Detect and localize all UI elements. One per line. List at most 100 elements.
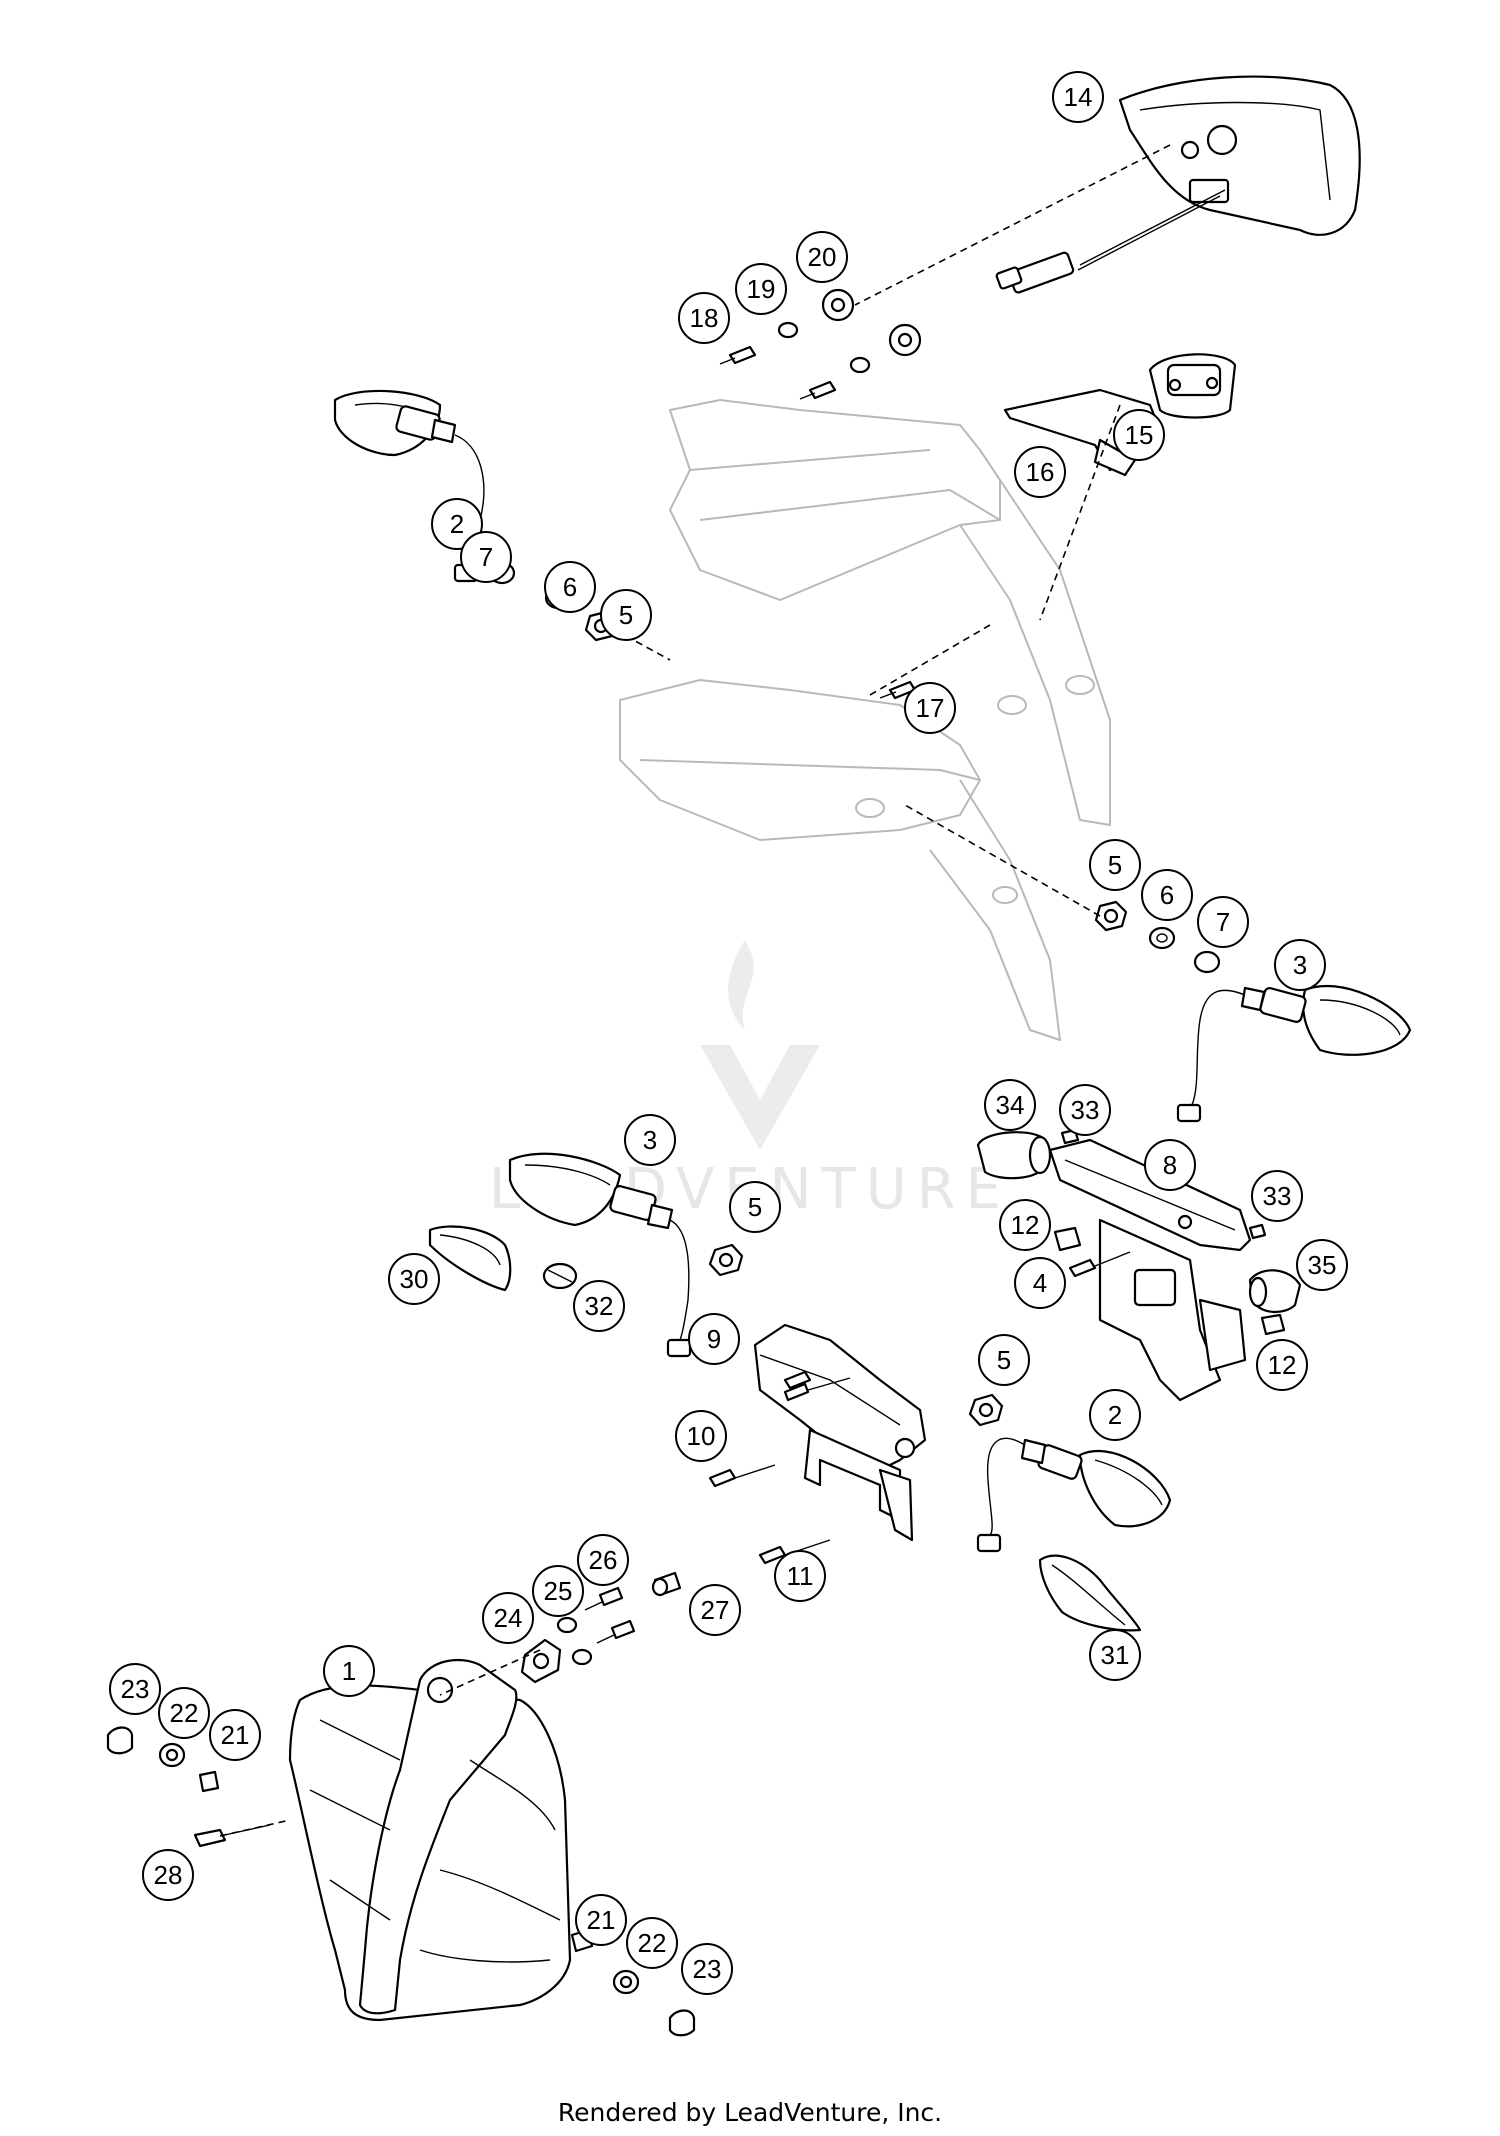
nut-part-5-center bbox=[708, 1243, 744, 1277]
svg-text:32: 32 bbox=[585, 1291, 614, 1321]
headlight-mount-hardware-left bbox=[106, 1726, 271, 1848]
svg-text:23: 23 bbox=[693, 1954, 722, 1984]
callout-7-right: 7 bbox=[1197, 896, 1249, 948]
svg-text:26: 26 bbox=[589, 1545, 618, 1575]
headlight-part-1 bbox=[288, 1658, 572, 2022]
callout-2-lower: 2 bbox=[1089, 1389, 1141, 1441]
reflector-part-15 bbox=[1148, 353, 1237, 419]
svg-text:25: 25 bbox=[544, 1576, 573, 1606]
callout-10: 10 bbox=[675, 1410, 727, 1462]
callout-28: 28 bbox=[142, 1849, 194, 1901]
clips-part-12-33-4 bbox=[1053, 1128, 1286, 1336]
svg-text:22: 22 bbox=[638, 1928, 667, 1958]
callout-23-right: 23 bbox=[681, 1943, 733, 1995]
callout-21-left: 21 bbox=[209, 1709, 261, 1761]
callout-12-left: 12 bbox=[999, 1199, 1051, 1251]
rear-subframe-upper-outline bbox=[669, 399, 1111, 826]
callout-8: 8 bbox=[1144, 1139, 1196, 1191]
svg-text:3: 3 bbox=[643, 1125, 657, 1155]
svg-text:5: 5 bbox=[619, 600, 633, 630]
svg-text:12: 12 bbox=[1268, 1350, 1297, 1380]
tail-light-mount-hardware bbox=[719, 288, 922, 400]
callout-2-upper: 2 bbox=[431, 498, 483, 550]
callout-7-upper: 7 bbox=[460, 531, 512, 583]
svg-text:24: 24 bbox=[494, 1603, 523, 1633]
callout-17: 17 bbox=[904, 682, 956, 734]
callout-6-right: 6 bbox=[1141, 869, 1193, 921]
svg-text:17: 17 bbox=[916, 693, 945, 723]
svg-text:8: 8 bbox=[1163, 1150, 1177, 1180]
svg-text:1: 1 bbox=[342, 1656, 356, 1686]
turn-signal-part-3-left bbox=[508, 1152, 692, 1358]
svg-text:30: 30 bbox=[400, 1264, 429, 1294]
headlight-adjuster-hardware bbox=[520, 1571, 682, 1684]
svg-text:6: 6 bbox=[1160, 880, 1174, 910]
callout-24: 24 bbox=[482, 1592, 534, 1644]
svg-text:33: 33 bbox=[1263, 1181, 1292, 1211]
callout-15: 15 bbox=[1113, 409, 1165, 461]
turn-signal-part-2-upper bbox=[333, 389, 485, 583]
svg-text:28: 28 bbox=[154, 1860, 183, 1890]
callout-23-left: 23 bbox=[109, 1663, 161, 1715]
callout-12-right: 12 bbox=[1256, 1339, 1308, 1391]
reflector-lens-part-30 bbox=[428, 1225, 512, 1292]
svg-text:18: 18 bbox=[690, 303, 719, 333]
svg-text:2: 2 bbox=[1108, 1400, 1122, 1430]
license-plate-holder-part-8 bbox=[1048, 1138, 1252, 1402]
svg-text:12: 12 bbox=[1011, 1210, 1040, 1240]
svg-text:33: 33 bbox=[1071, 1095, 1100, 1125]
callout-16: 16 bbox=[1014, 446, 1066, 498]
svg-text:16: 16 bbox=[1026, 457, 1055, 487]
svg-text:15: 15 bbox=[1125, 420, 1154, 450]
svg-text:22: 22 bbox=[170, 1698, 199, 1728]
svg-text:3: 3 bbox=[1293, 950, 1307, 980]
callout-34: 34 bbox=[984, 1079, 1036, 1131]
rear-turn-signal-part-35 bbox=[1248, 1269, 1302, 1313]
svg-text:34: 34 bbox=[996, 1090, 1025, 1120]
svg-text:4: 4 bbox=[1033, 1268, 1047, 1298]
callout-1: 1 bbox=[323, 1645, 375, 1697]
svg-text:31: 31 bbox=[1101, 1640, 1130, 1670]
render-credit: Rendered by LeadVenture, Inc. bbox=[557, 2098, 943, 2127]
callout-5-center: 5 bbox=[729, 1181, 781, 1233]
svg-text:35: 35 bbox=[1308, 1250, 1337, 1280]
rear-subframe-lower-outline bbox=[619, 679, 1061, 1041]
callout-3-left: 3 bbox=[624, 1114, 676, 1166]
callout-5-lower: 5 bbox=[978, 1334, 1030, 1386]
turn-signal-part-3-right bbox=[1176, 984, 1412, 1123]
headlight-bracket-part-9 bbox=[753, 1323, 927, 1542]
callout-3-right: 3 bbox=[1274, 939, 1326, 991]
svg-text:21: 21 bbox=[221, 1720, 250, 1750]
svg-text:19: 19 bbox=[747, 274, 776, 304]
callout-20: 20 bbox=[796, 231, 848, 283]
svg-text:10: 10 bbox=[687, 1421, 716, 1451]
callout-32: 32 bbox=[573, 1280, 625, 1332]
callout-22-right: 22 bbox=[626, 1917, 678, 1969]
callout-11: 11 bbox=[774, 1550, 826, 1602]
svg-text:21: 21 bbox=[587, 1905, 616, 1935]
callout-30: 30 bbox=[388, 1253, 440, 1305]
svg-text:7: 7 bbox=[479, 542, 493, 572]
svg-text:23: 23 bbox=[121, 1674, 150, 1704]
callout-9: 9 bbox=[688, 1313, 740, 1365]
turn-signal-right-hardware bbox=[1094, 900, 1221, 974]
svg-text:7: 7 bbox=[1216, 907, 1230, 937]
svg-text:14: 14 bbox=[1064, 82, 1093, 112]
svg-text:20: 20 bbox=[808, 242, 837, 272]
callout-5-right: 5 bbox=[1089, 839, 1141, 891]
svg-text:9: 9 bbox=[707, 1324, 721, 1354]
svg-text:5: 5 bbox=[1108, 850, 1122, 880]
callout-27: 27 bbox=[689, 1584, 741, 1636]
callout-33-top: 33 bbox=[1059, 1084, 1111, 1136]
callout-6-upper: 6 bbox=[544, 561, 596, 613]
assembly-leader-lines bbox=[219, 144, 1171, 1837]
svg-text:5: 5 bbox=[997, 1345, 1011, 1375]
callout-33-right: 33 bbox=[1251, 1170, 1303, 1222]
callout-5-upper: 5 bbox=[600, 589, 652, 641]
svg-text:2: 2 bbox=[450, 509, 464, 539]
svg-text:27: 27 bbox=[701, 1595, 730, 1625]
svg-text:6: 6 bbox=[563, 572, 577, 602]
rear-turn-signal-part-34 bbox=[976, 1131, 1052, 1180]
svg-text:5: 5 bbox=[748, 1192, 762, 1222]
